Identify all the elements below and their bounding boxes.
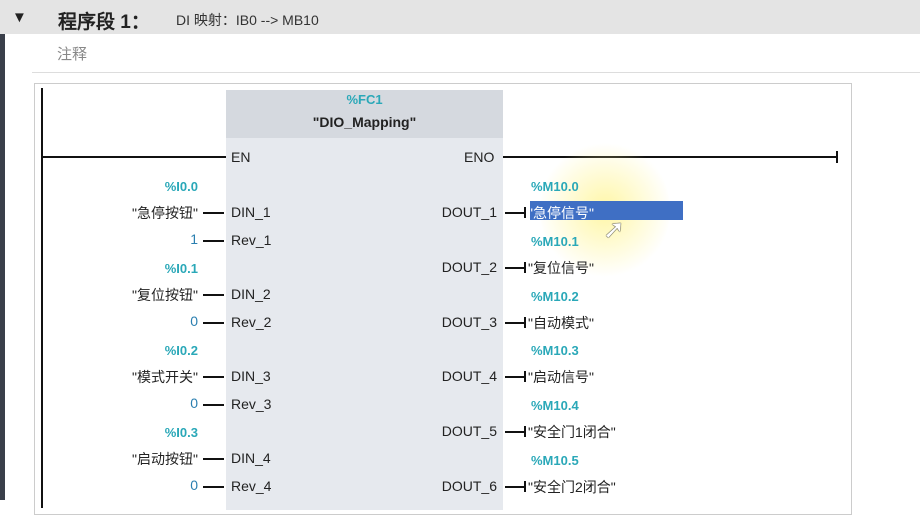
output-symbol[interactable]: "复位信号" (528, 259, 594, 276)
rev-wire (203, 486, 224, 488)
rev-pin: Rev_2 (231, 314, 272, 330)
fc-block-header (226, 90, 503, 138)
output-wire-end (524, 426, 526, 438)
network-header[interactable] (0, 0, 920, 34)
input-wire (203, 376, 224, 378)
output-wire (505, 376, 525, 379)
input-symbol[interactable]: "启动按钮" (132, 451, 198, 467)
network-comment[interactable]: 注释 (57, 46, 88, 63)
output-address[interactable]: %M10.5 (531, 453, 579, 468)
rev-pin: Rev_1 (231, 232, 272, 248)
input-address[interactable]: %I0.2 (164, 343, 198, 358)
output-wire (505, 212, 525, 214)
output-wire-end (524, 316, 526, 328)
output-wire-end (524, 261, 526, 273)
en-wire (43, 156, 226, 158)
dout-pin: DOUT_4 (441, 368, 497, 385)
dout-pin: DOUT_2 (441, 258, 497, 275)
output-symbol[interactable]: "启动信号" (528, 369, 594, 386)
rev-wire (203, 322, 224, 324)
output-address[interactable]: %M10.4 (531, 398, 579, 414)
output-address[interactable]: %M10.0 (531, 179, 579, 194)
power-rail (41, 88, 43, 508)
fc-address: %FC1 (346, 92, 383, 107)
rev-value[interactable]: 0 (190, 313, 198, 329)
din-pin: DIN_4 (231, 450, 271, 466)
rev-value[interactable]: 0 (190, 395, 198, 411)
input-wire (203, 294, 224, 296)
dout-pin: DOUT_3 (441, 313, 497, 330)
en-pin: EN (231, 149, 251, 165)
rev-pin: Rev_4 (231, 478, 272, 494)
dout-pin: DOUT_1 (441, 204, 497, 220)
din-pin: DIN_3 (231, 368, 271, 384)
input-symbol[interactable]: "复位按钮" (132, 287, 198, 303)
din-pin: DIN_2 (231, 286, 271, 302)
fc-block[interactable] (226, 90, 503, 510)
output-wire (505, 321, 525, 324)
output-wire (505, 431, 525, 434)
input-symbol[interactable]: "模式开关" (132, 369, 198, 385)
divider (32, 72, 920, 73)
output-wire (505, 486, 525, 488)
rev-value[interactable]: 0 (190, 477, 198, 493)
eno-wire-end (836, 151, 838, 163)
output-address[interactable]: %M10.3 (531, 343, 579, 359)
output-symbol[interactable]: "安全门2闭合" (528, 479, 616, 495)
eno-wire (503, 156, 837, 158)
input-wire (203, 212, 224, 214)
din-pin: DIN_1 (231, 204, 271, 220)
input-address[interactable]: %I0.3 (164, 425, 198, 440)
output-wire-end (524, 371, 526, 383)
output-wire-end (524, 481, 526, 492)
dout-pin: DOUT_6 (441, 478, 497, 494)
output-wire (505, 266, 525, 269)
input-wire (203, 458, 224, 460)
mouse-cursor-icon: ➚ (603, 214, 625, 244)
fc-name[interactable]: "DIO_Mapping" (312, 114, 417, 130)
left-border (0, 34, 5, 500)
rev-wire (203, 240, 224, 242)
rev-wire (203, 404, 224, 406)
output-address[interactable]: %M10.1 (531, 233, 579, 249)
network-title: 程序段 1： (58, 12, 150, 33)
network-subtitle[interactable]: DI 映射：IB0 --> MB10 (176, 12, 319, 28)
input-address[interactable]: %I0.0 (164, 179, 198, 194)
rev-value[interactable]: 1 (190, 231, 198, 247)
output-symbol[interactable]: "急停信号" (528, 205, 594, 221)
input-symbol[interactable]: "急停按钮" (132, 205, 198, 221)
eno-pin: ENO (464, 149, 495, 165)
output-wire-end (524, 207, 526, 218)
output-symbol[interactable]: "安全门1闭合" (528, 424, 616, 441)
collapse-triangle-icon[interactable]: ▼ (12, 9, 27, 26)
rev-pin: Rev_3 (231, 396, 272, 412)
selection-highlight (530, 201, 683, 220)
output-address[interactable]: %M10.2 (531, 288, 579, 304)
output-symbol[interactable]: "自动模式" (528, 314, 594, 331)
dout-pin: DOUT_5 (441, 423, 497, 440)
input-address[interactable]: %I0.1 (164, 261, 198, 276)
